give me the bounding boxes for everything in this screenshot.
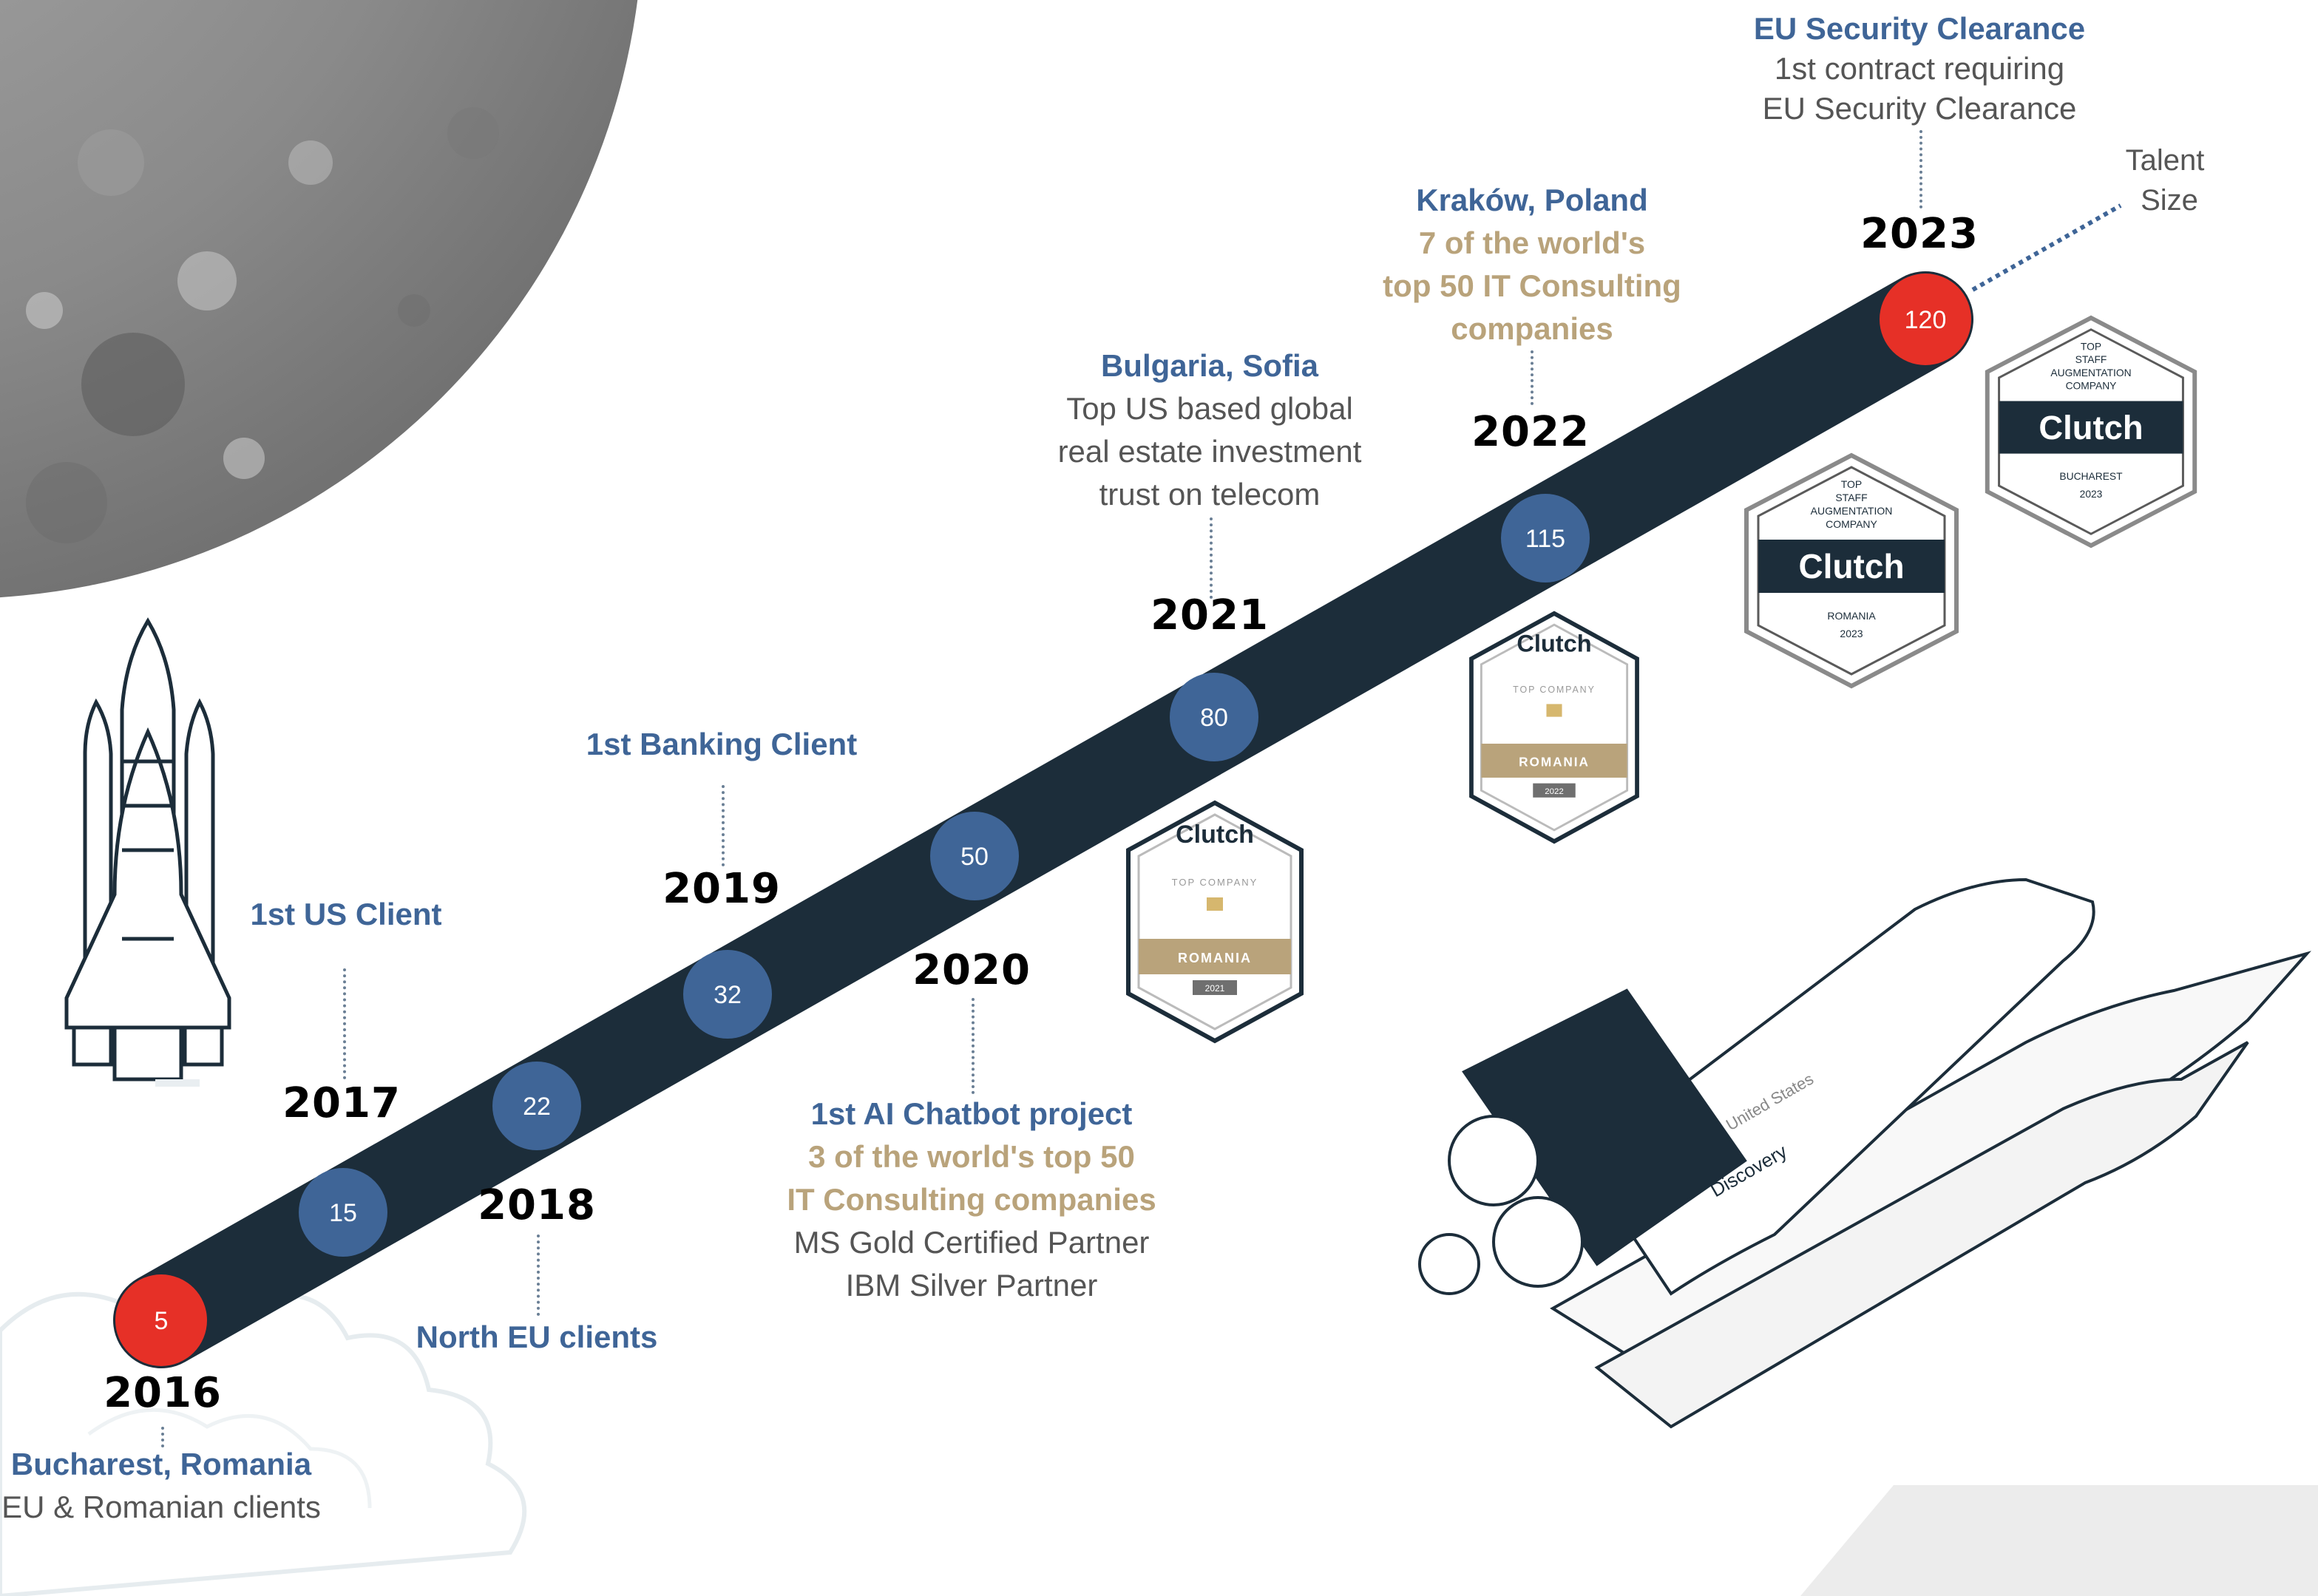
- milestone-2020-line2: IBM Silver Partner: [845, 1268, 1098, 1303]
- timeline-node-value-2019: 32: [714, 981, 742, 1009]
- year-2023: 2023: [1860, 210, 1979, 258]
- connector-2017: [343, 968, 346, 1079]
- badge-2022-region: ROMANIA: [1519, 755, 1590, 770]
- year-2019: 2019: [662, 865, 781, 913]
- milestone-2022-gold2: top 50 IT Consulting: [1383, 268, 1681, 303]
- milestone-2016-line1: EU & Romanian clients: [1, 1490, 321, 1524]
- legend-line-2: Size: [2141, 184, 2198, 217]
- badge-2023bu-region: BUCHAREST: [2059, 470, 2123, 482]
- badge-2022-brand: Clutch: [1516, 631, 1591, 657]
- badge-2023ro-year: 2023: [1840, 628, 1863, 639]
- milestone-2021: Bulgaria, Sofia Top US based global real…: [1058, 344, 1362, 516]
- milestone-2022-title: Kraków, Poland: [1416, 183, 1648, 217]
- milestone-2016-title: Bucharest, Romania: [10, 1447, 312, 1481]
- badge-2021-label: TOP COMPANY: [1172, 877, 1258, 888]
- timeline-node-2023: [1880, 274, 1971, 365]
- badge-2021-year: 2021: [1205, 983, 1225, 994]
- timeline-node-value-2021: 80: [1200, 704, 1228, 732]
- timeline-node-value-2023: 120: [1905, 306, 1947, 334]
- clutch-badge-2022: Clutch TOP COMPANY ROMANIA 2022: [1469, 611, 1639, 844]
- milestone-2020: 1st AI Chatbot project 3 of the world's …: [787, 1093, 1156, 1307]
- badge-2023bu-l1: TOP: [2081, 340, 2101, 352]
- milestone-2019: 1st Banking Client: [586, 723, 857, 766]
- year-2020: 2020: [912, 946, 1031, 994]
- moon-image: [0, 0, 638, 597]
- timeline-node-value-2020: 50: [960, 843, 989, 871]
- timeline-node-2016: [115, 1274, 207, 1366]
- milestone-2021-title: Bulgaria, Sofia: [1100, 348, 1319, 383]
- connector-2019: [722, 785, 725, 866]
- timeline-node-2022: [1501, 494, 1590, 583]
- connector-2020: [972, 998, 975, 1094]
- milestone-2018-title: North EU clients: [416, 1320, 658, 1354]
- badge-2023ro-l3: AUGMENTATION: [1811, 505, 1893, 517]
- milestone-2016: Bucharest, Romania EU & Romanian clients: [1, 1443, 321, 1529]
- legend-line-1: Talent: [2125, 144, 2205, 177]
- connector-2016: [161, 1427, 164, 1447]
- rocket-illustration: [64, 617, 231, 1087]
- milestone-2023-line2: EU Security Clearance: [1762, 91, 2077, 126]
- milestone-2020-gold1: 3 of the world's top 50: [808, 1139, 1135, 1174]
- milestone-2022: Kraków, Poland 7 of the world's top 50 I…: [1383, 179, 1681, 350]
- milestone-2023: EU Security Clearance 1st contract requi…: [1754, 9, 2085, 129]
- badge-2023bu-brand: Clutch: [2039, 409, 2143, 446]
- milestone-2022-gold3: companies: [1451, 311, 1613, 346]
- timeline-node-value-2016: 5: [155, 1307, 169, 1335]
- clutch-badge-2023-romania: TOP STAFF AUGMENTATION COMPANY Clutch RO…: [1744, 452, 1959, 689]
- year-2016: 2016: [104, 1369, 222, 1417]
- year-2018: 2018: [478, 1181, 596, 1229]
- badge-2023bu-year: 2023: [2080, 488, 2103, 500]
- milestone-2021-line1: Top US based global: [1066, 391, 1353, 426]
- timeline-node-2019: [683, 950, 772, 1039]
- milestone-2021-line3: trust on telecom: [1099, 477, 1321, 512]
- timeline-band: [113, 271, 1973, 1368]
- badge-2023bu-l4: COMPANY: [2066, 380, 2117, 392]
- timeline-node-2017: [299, 1168, 387, 1257]
- badge-2023bu-l2: STAFF: [2075, 353, 2107, 365]
- badge-2023bu-l3: AUGMENTATION: [2050, 367, 2131, 378]
- timeline-node-value-2017: 15: [329, 1199, 357, 1227]
- badge-2021-region: ROMANIA: [1178, 951, 1252, 965]
- milestone-2019-title: 1st Banking Client: [586, 727, 858, 761]
- milestone-2018: North EU clients: [416, 1316, 658, 1359]
- badge-2021-brand: Clutch: [1176, 821, 1254, 849]
- timeline-node-value-2018: 22: [523, 1093, 551, 1121]
- timeline-node-value-2022: 115: [1525, 525, 1565, 553]
- timeline-node-2020: [930, 812, 1019, 900]
- connector-2018: [537, 1235, 540, 1316]
- milestone-2020-gold2: IT Consulting companies: [787, 1182, 1156, 1217]
- badge-2021-emblem: [1207, 897, 1223, 911]
- space-shuttle-illustration: Discovery United States: [1418, 877, 2312, 1429]
- badge-2023ro-region: ROMANIA: [1827, 610, 1876, 622]
- milestone-2020-line1: MS Gold Certified Partner: [793, 1225, 1150, 1260]
- connector-2022: [1531, 350, 1534, 405]
- badge-2022-emblem: [1546, 704, 1562, 717]
- milestone-2023-line1: 1st contract requiring: [1774, 51, 2065, 86]
- milestone-2020-title: 1st AI Chatbot project: [810, 1096, 1133, 1131]
- badge-2023ro-l1: TOP: [1841, 478, 1863, 490]
- connector-2023: [1919, 130, 1922, 208]
- year-2017: 2017: [282, 1079, 401, 1127]
- year-2022: 2022: [1471, 408, 1590, 456]
- milestone-2017-title: 1st US Client: [250, 897, 442, 931]
- timeline-node-2021: [1170, 673, 1258, 761]
- milestone-2021-line2: real estate investment: [1057, 434, 1362, 469]
- year-2021: 2021: [1150, 591, 1269, 639]
- bottom-corner-shape: [1800, 1485, 2318, 1596]
- legend-dotted-line: [1971, 203, 2122, 292]
- timeline-node-2018: [492, 1062, 581, 1150]
- badge-2022-label: TOP COMPANY: [1513, 685, 1596, 695]
- connector-2021: [1210, 517, 1213, 599]
- milestone-2022-gold1: 7 of the world's: [1418, 225, 1646, 260]
- legend-label: Talent Size: [2126, 140, 2205, 220]
- badge-2023ro-brand: Clutch: [1798, 547, 1904, 585]
- clutch-badge-2023-bucharest: TOP STAFF AUGMENTATION COMPANY Clutch BU…: [1985, 315, 2197, 549]
- milestone-2017: 1st US Client: [250, 893, 441, 936]
- badge-2023ro-l4: COMPANY: [1826, 518, 1877, 530]
- badge-2022-year: 2022: [1545, 787, 1564, 796]
- badge-2023ro-l2: STAFF: [1835, 492, 1867, 503]
- clutch-badge-2021: Clutch TOP COMPANY ROMANIA 2021: [1126, 800, 1304, 1044]
- milestone-2023-title: EU Security Clearance: [1753, 11, 2086, 46]
